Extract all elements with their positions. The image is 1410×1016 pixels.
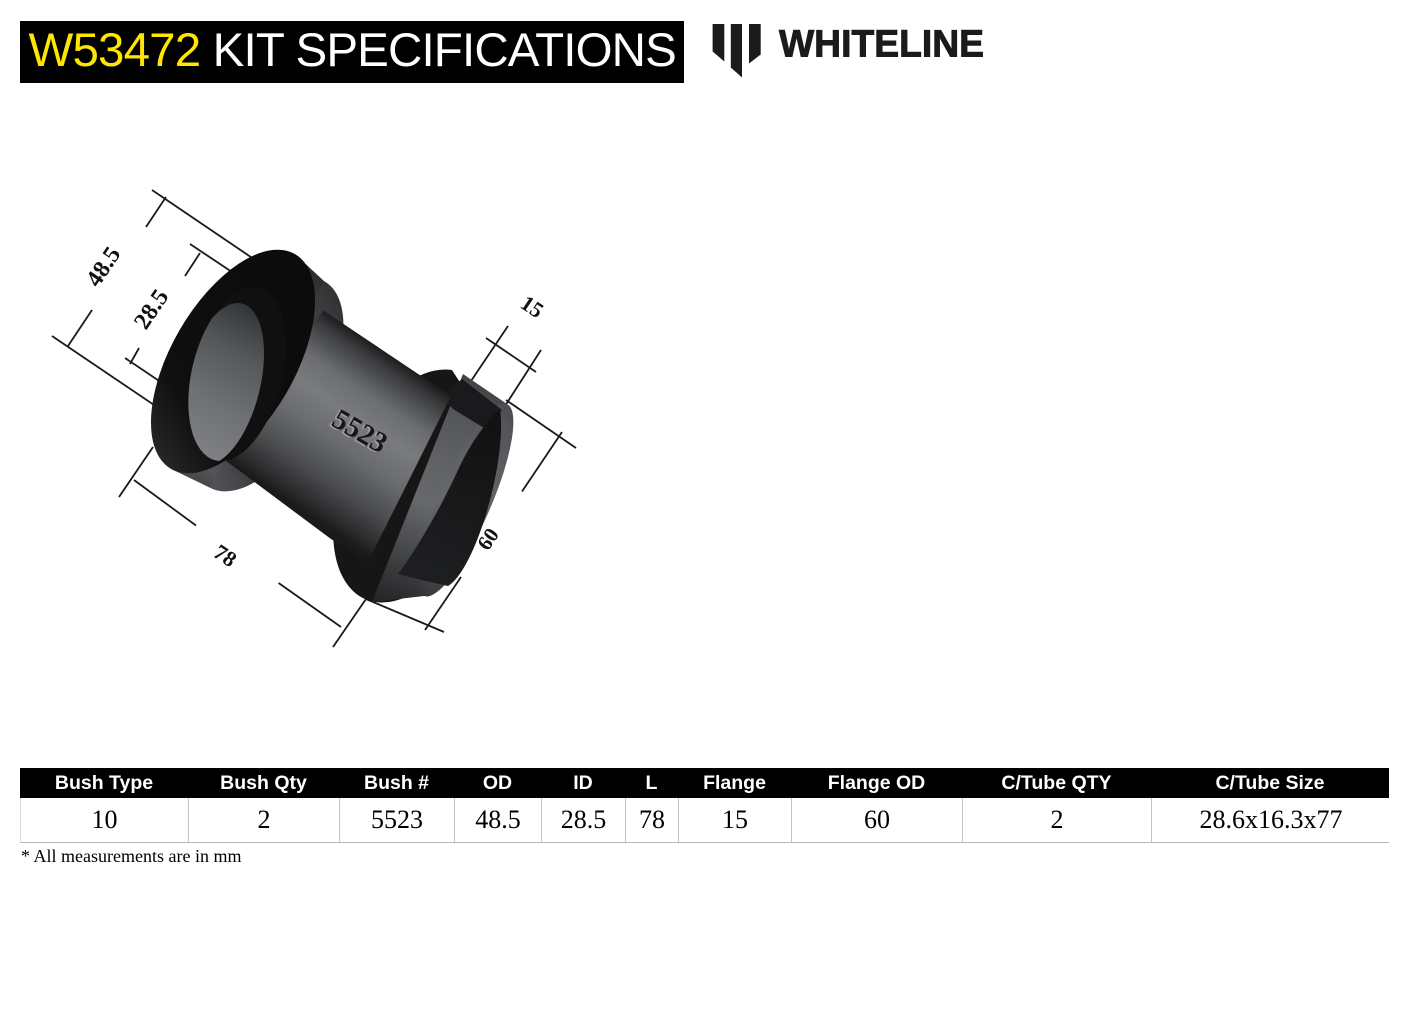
svg-text:28.5: 28.5 [129, 285, 174, 334]
svg-text:48.5: 48.5 [81, 242, 126, 291]
svg-text:78: 78 [209, 539, 241, 572]
svg-text:15: 15 [516, 290, 548, 323]
svg-text:WHITELINE: WHITELINE [779, 26, 984, 64]
